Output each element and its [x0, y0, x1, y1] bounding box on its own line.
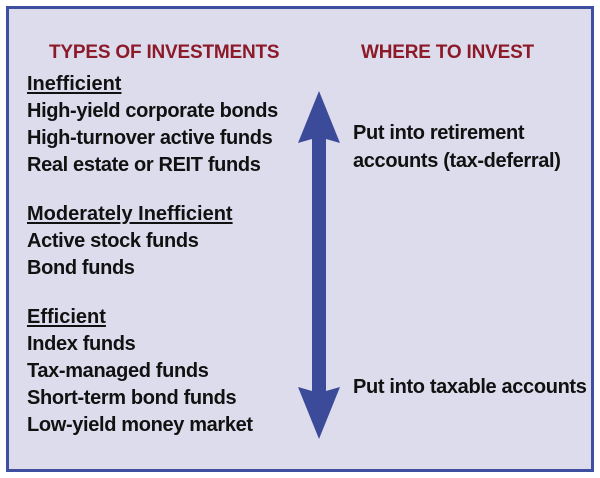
list-item: Bond funds [27, 257, 135, 279]
list-item: Tax-managed funds [27, 360, 209, 382]
investment-group-moderately-inefficient: Moderately Inefficient Active stock fund… [27, 201, 297, 282]
callout-taxable-accounts: Put into taxable accounts [353, 373, 587, 401]
diagram-frame: TYPES OF INVESTMENTS WHERE TO INVEST Ine… [6, 6, 594, 472]
list-item: Short-term bond funds [27, 387, 237, 409]
group-heading-efficient: Efficient [27, 306, 106, 328]
list-item: Index funds [27, 333, 136, 355]
list-item: High-yield corporate bonds [27, 100, 278, 122]
investment-types-list: Inefficient High-yield corporate bonds H… [27, 71, 297, 439]
callout-retirement-accounts: Put into retirement accounts (tax-deferr… [353, 119, 561, 175]
list-item: Real estate or REIT funds [27, 154, 261, 176]
group-heading-inefficient: Inefficient [27, 73, 122, 95]
double-headed-vertical-arrow-icon [291, 91, 347, 439]
list-item: Active stock funds [27, 230, 199, 252]
column-title-where-to-invest: WHERE TO INVEST [361, 42, 534, 63]
callout-line: accounts (tax-deferral) [353, 150, 561, 172]
callout-line: Put into retirement [353, 122, 525, 144]
column-title-types-of-investments: TYPES OF INVESTMENTS [49, 42, 280, 63]
list-item: Low-yield money market [27, 414, 253, 436]
investment-group-efficient: Efficient Index funds Tax-managed funds … [27, 304, 297, 439]
list-item: High-turnover active funds [27, 127, 273, 149]
group-heading-moderately-inefficient: Moderately Inefficient [27, 203, 233, 225]
callout-line: Put into taxable accounts [353, 376, 587, 398]
investment-group-inefficient: Inefficient High-yield corporate bonds H… [27, 71, 297, 179]
